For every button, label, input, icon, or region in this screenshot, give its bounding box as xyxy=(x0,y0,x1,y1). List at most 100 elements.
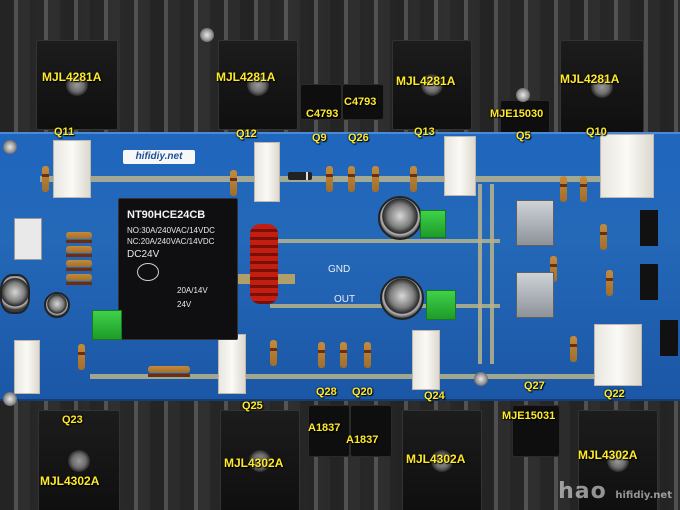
watermark: hao hifidiy.net xyxy=(558,479,672,504)
resistor-16 xyxy=(600,224,607,250)
driver-top-right xyxy=(342,84,384,120)
transistor-bottom-3 xyxy=(402,410,482,510)
screw-5 xyxy=(516,88,530,102)
resistor-2 xyxy=(230,170,237,196)
driver-bottom-left xyxy=(308,405,350,457)
black-part-2 xyxy=(640,264,658,300)
predriver-bottom xyxy=(512,405,560,457)
board-logo: hifidiy.net xyxy=(123,150,195,164)
transistor-top-1 xyxy=(36,40,118,130)
out-text: OUT xyxy=(334,294,356,305)
resistor-11 xyxy=(340,342,347,368)
resistor-4 xyxy=(348,166,355,192)
resistor-13 xyxy=(78,344,85,370)
output-inductor xyxy=(250,224,278,304)
resistor-10 xyxy=(318,342,325,368)
relay-ul-mark xyxy=(137,263,159,281)
relay-line-1: NO:30A/240VAC/14VDC xyxy=(127,226,215,235)
trace-mid-1 xyxy=(270,239,500,243)
transistor-top-3 xyxy=(392,40,472,130)
resistor-5 xyxy=(372,166,379,192)
label-q23: Q23 xyxy=(62,414,83,426)
resistor-15 xyxy=(570,336,577,362)
label-q27: Q27 xyxy=(524,380,545,392)
label-q12: Q12 xyxy=(236,128,257,140)
label-mje15030: MJE15030 xyxy=(490,108,544,120)
relay-line-5: 24V xyxy=(177,300,192,309)
label-q13: Q13 xyxy=(414,126,435,138)
power-resistor-q12 xyxy=(254,142,280,202)
green-component-2 xyxy=(426,290,456,320)
green-component-1 xyxy=(420,210,446,238)
label-a1837-1: A1837 xyxy=(308,422,341,434)
resistor-9 xyxy=(270,340,277,366)
input-connector xyxy=(14,218,42,260)
label-q25: Q25 xyxy=(242,400,263,412)
relay-model: NT90HCE24CB xyxy=(127,209,206,221)
power-resistor-q22 xyxy=(594,324,642,386)
trace-bottom xyxy=(90,374,630,379)
gnd-text: GND xyxy=(328,264,351,275)
label-mjl4281a-4: MJL4281A xyxy=(560,72,620,86)
label-mje15031: MJE15031 xyxy=(502,410,556,422)
label-mjl4281a-2: MJL4281A xyxy=(216,70,276,84)
label-q9: Q9 xyxy=(312,132,327,144)
label-q26: Q26 xyxy=(348,132,369,144)
power-resistor-q23 xyxy=(14,340,40,394)
resistor-20 xyxy=(66,260,92,271)
relay: NT90HCE24CB NO:30A/240VAC/14VDC NC:20A/2… xyxy=(118,198,238,340)
label-q24: Q24 xyxy=(424,390,445,402)
resistor-12 xyxy=(364,342,371,368)
relay-line-2: NC:20A/240VAC/14VDC xyxy=(127,237,215,246)
resistor-18 xyxy=(66,232,92,243)
resistor-17 xyxy=(606,270,613,296)
screw-3 xyxy=(474,372,488,386)
transistor-bottom-2 xyxy=(220,410,300,510)
resistor-21 xyxy=(66,274,92,285)
capacitor-bottom xyxy=(380,276,424,320)
screw-4 xyxy=(200,28,214,42)
watermark-sub: hifidiy.net xyxy=(615,490,672,501)
label-mjl4302a-2: MJL4302A xyxy=(224,456,284,470)
label-a1837-2: A1837 xyxy=(346,434,379,446)
label-c4793-2: C4793 xyxy=(344,96,377,108)
driver-top-left xyxy=(300,84,342,120)
transistor-top-2 xyxy=(218,40,298,130)
label-mjl4281a-3: MJL4281A xyxy=(396,74,456,88)
resistor-3 xyxy=(326,166,333,192)
label-q20: Q20 xyxy=(352,386,373,398)
label-c4793-1: C4793 xyxy=(306,108,339,120)
screw-2 xyxy=(3,392,17,406)
capacitor-left-small xyxy=(44,292,70,318)
regulator-1 xyxy=(516,200,554,246)
power-resistor-q24 xyxy=(412,330,440,390)
resistor-8 xyxy=(580,176,587,202)
transistor-bottom-1 xyxy=(38,410,120,510)
relay-line-4: 20A/14V xyxy=(177,286,208,295)
capacitor-left xyxy=(0,274,30,314)
label-mjl4302a-3: MJL4302A xyxy=(406,452,466,466)
resistor-rs4 xyxy=(148,366,190,377)
trace-vertical-2 xyxy=(490,184,494,364)
resistor-6 xyxy=(410,166,417,192)
resistor-14 xyxy=(550,256,557,282)
label-mjl4281a-1: MJL4281A xyxy=(42,70,102,84)
label-q28: Q28 xyxy=(316,386,337,398)
resistor-19 xyxy=(66,246,92,257)
capacitor-top xyxy=(378,196,422,240)
transistor-bottom-4 xyxy=(578,410,658,510)
black-part-1 xyxy=(640,210,658,246)
trace-vertical-1 xyxy=(478,184,482,364)
resistor-7 xyxy=(560,176,567,202)
power-resistor-q13 xyxy=(444,136,476,196)
resistor-1 xyxy=(42,166,49,192)
power-resistor-q10 xyxy=(600,134,654,198)
transistor-top-4 xyxy=(560,40,644,134)
trace-top xyxy=(40,176,640,182)
relay-line-3: DC24V xyxy=(127,249,160,260)
label-mjl4302a-1: MJL4302A xyxy=(40,474,100,488)
diode-1 xyxy=(288,172,312,180)
driver-bottom-right xyxy=(350,405,392,457)
watermark-main: hao xyxy=(558,479,607,504)
